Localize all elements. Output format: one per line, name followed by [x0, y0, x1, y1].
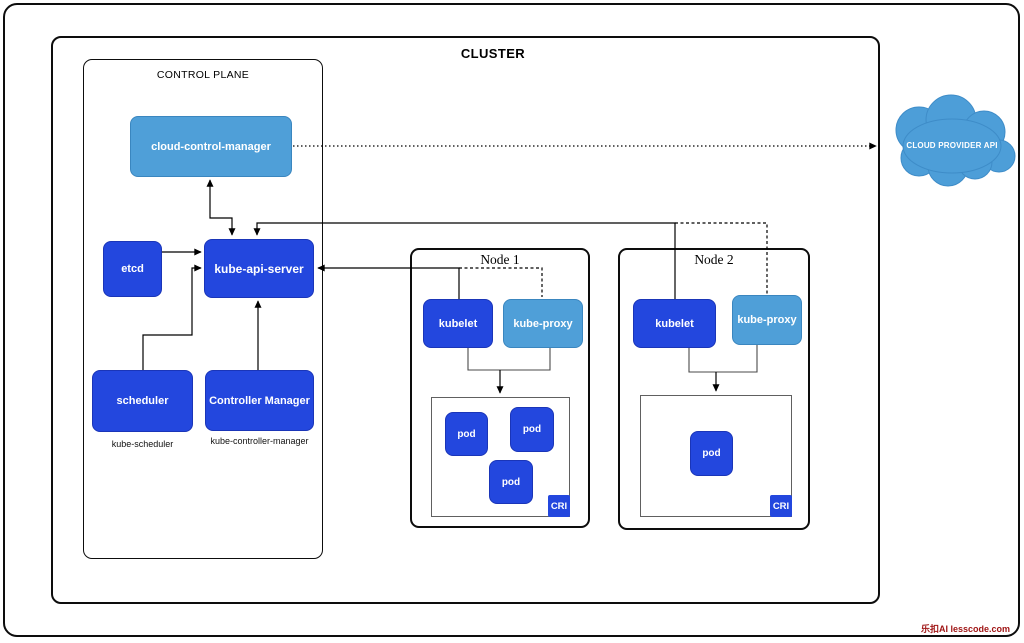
scheduler-caption: kube-scheduler: [111, 439, 174, 449]
control-plane-title: CONTROL PLANE: [156, 69, 250, 81]
cloud-provider-api-cloud: [895, 94, 1016, 187]
controller-manager-caption: kube-controller-manager: [210, 436, 309, 446]
node2-title: Node 2: [694, 252, 734, 267]
node1-pod: pod: [489, 460, 533, 504]
cloud-control-manager-box: cloud-control-manager: [130, 116, 292, 177]
node1-kube-proxy-box: kube-proxy: [503, 299, 583, 348]
node2-kubelet-box: kubelet: [633, 299, 716, 348]
node1-pod: pod: [510, 407, 554, 452]
node1-cri-badge: CRI: [548, 495, 570, 517]
controller-manager-box: Controller Manager: [205, 370, 314, 431]
node1-title: Node 1: [480, 252, 520, 267]
node2-kube-proxy-box: kube-proxy: [732, 295, 802, 345]
node2-pod: pod: [690, 431, 733, 476]
cloud-provider-api-label: CLOUD PROVIDER API: [906, 141, 998, 150]
etcd-box: etcd: [103, 241, 162, 297]
node1-kubelet-box: kubelet: [423, 299, 493, 348]
kube-api-server-box: kube-api-server: [204, 239, 314, 298]
scheduler-box: scheduler: [92, 370, 193, 432]
cluster-title: CLUSTER: [460, 46, 526, 61]
node2-cri-badge: CRI: [770, 495, 792, 517]
node1-pod: pod: [445, 412, 488, 456]
watermark: 乐扣AI lesscode.com: [920, 624, 1010, 634]
